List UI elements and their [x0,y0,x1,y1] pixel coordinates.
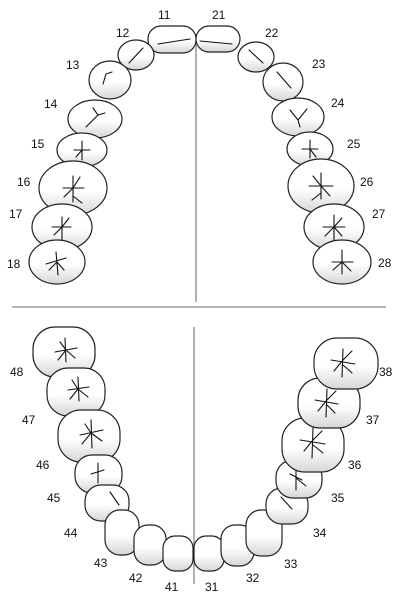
tooth-14[interactable] [67,99,123,139]
label-11: 11 [158,8,171,22]
tooth-36[interactable] [281,417,345,473]
tooth-16[interactable] [38,160,108,216]
tooth-28[interactable] [312,239,372,285]
label-13: 13 [66,58,80,72]
label-37: 37 [366,413,380,427]
tooth-24[interactable] [271,97,325,137]
label-44: 44 [64,526,78,540]
tooth-22[interactable] [237,41,275,73]
label-16: 16 [17,175,31,189]
tooth-15[interactable] [56,132,108,168]
label-35: 35 [331,491,345,505]
tooth-21[interactable] [195,25,241,53]
label-23: 23 [312,57,326,71]
tooth-37[interactable] [297,377,361,429]
tooth-46[interactable] [57,409,121,463]
label-25: 25 [347,137,361,151]
label-22: 22 [265,26,279,40]
label-24: 24 [331,96,345,110]
label-32: 32 [246,571,260,585]
lower-jaw [32,326,379,572]
tooth-23[interactable] [262,62,304,102]
tooth-11[interactable] [147,25,197,54]
label-18: 18 [7,257,21,271]
label-26: 26 [360,175,374,189]
tooth-27[interactable] [303,203,365,251]
label-14: 14 [44,97,58,111]
tooth-labels: 11 12 13 14 15 16 17 18 21 22 23 24 25 2… [7,8,393,593]
label-28: 28 [378,256,392,270]
label-43: 43 [94,556,108,570]
label-36: 36 [348,458,362,472]
tooth-42[interactable] [133,524,167,566]
label-31: 31 [205,580,219,593]
tooth-45[interactable] [74,454,123,494]
tooth-12[interactable] [117,39,155,71]
label-47: 47 [22,413,36,427]
tooth-13[interactable] [88,60,132,100]
upper-jaw [28,25,372,285]
tooth-47[interactable] [46,367,106,417]
label-38: 38 [379,365,393,379]
label-46: 46 [36,458,50,472]
label-21: 21 [212,8,226,22]
label-48: 48 [10,365,24,379]
tooth-31[interactable] [193,535,225,572]
label-34: 34 [313,526,327,540]
label-41: 41 [165,580,179,593]
tooth-38[interactable] [313,337,379,390]
label-33: 33 [284,557,298,571]
label-27: 27 [372,207,386,221]
tooth-41[interactable] [162,535,194,572]
label-15: 15 [31,137,45,151]
label-12: 12 [116,26,130,40]
label-45: 45 [47,491,61,505]
label-42: 42 [129,571,143,585]
tooth-18[interactable] [28,239,86,285]
label-17: 17 [9,207,23,221]
